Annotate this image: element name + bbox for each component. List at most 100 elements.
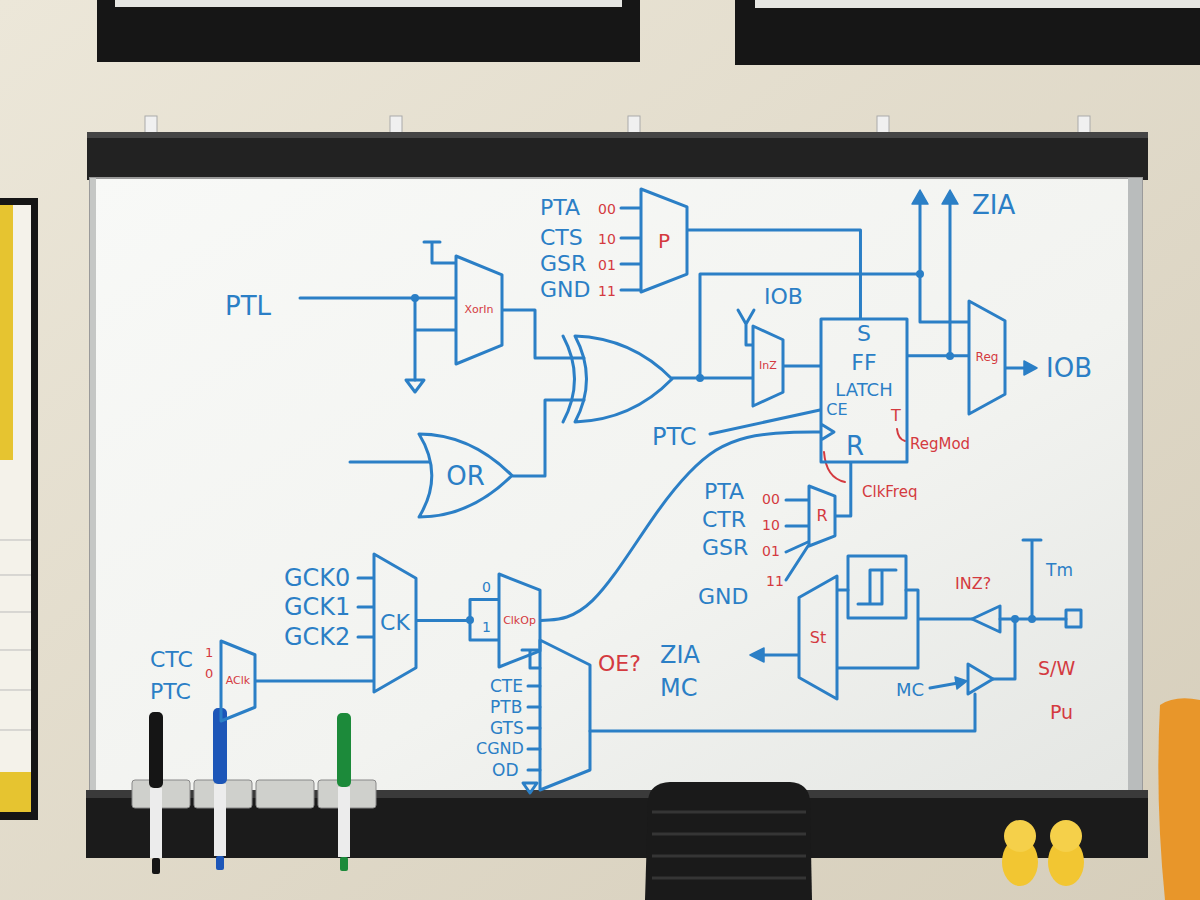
select-code: 1 bbox=[205, 646, 213, 660]
block-label: ClkOp bbox=[503, 614, 536, 626]
signal-name: PTA bbox=[540, 196, 580, 220]
flip-flop-pin: T bbox=[891, 407, 901, 425]
multiplexer-shape bbox=[809, 486, 835, 546]
multiplexer-shape bbox=[456, 256, 502, 364]
black-marker bbox=[152, 858, 160, 874]
wire bbox=[919, 196, 922, 274]
calendar-band bbox=[0, 205, 13, 460]
picture-frame bbox=[735, 0, 1200, 65]
blue-marker bbox=[214, 784, 226, 856]
block-label: AClk bbox=[226, 675, 250, 687]
signal-name: GCK2 bbox=[284, 624, 350, 650]
schmitt-trigger-box bbox=[848, 556, 906, 618]
signal-wire bbox=[836, 463, 851, 516]
flip-flop-pin: S bbox=[857, 322, 871, 346]
signal-name: IOB bbox=[764, 285, 803, 309]
signal-name: CTE bbox=[490, 677, 523, 696]
wire bbox=[838, 590, 972, 668]
multiplexer: ClkOp bbox=[498, 573, 541, 668]
signal-wire bbox=[908, 354, 968, 357]
select-code: 11 bbox=[766, 574, 784, 589]
annotation: INZ? bbox=[955, 575, 991, 593]
figurine bbox=[1050, 820, 1082, 852]
multiplexer: AClk bbox=[220, 640, 256, 722]
block-label: St bbox=[810, 629, 826, 647]
junction-dot bbox=[1011, 615, 1019, 623]
flip-flop-shape bbox=[821, 319, 907, 462]
arrow-head bbox=[912, 190, 928, 204]
arrow-head bbox=[1024, 361, 1037, 375]
input-stub bbox=[528, 686, 540, 770]
wire bbox=[949, 196, 952, 356]
picture-mat bbox=[115, 0, 622, 7]
calendar-band bbox=[0, 772, 31, 812]
blue-marker bbox=[216, 856, 224, 870]
signal-name: MC bbox=[660, 675, 697, 701]
signal-name: PTB bbox=[490, 698, 522, 717]
input-stub bbox=[786, 500, 808, 580]
annotation: Pu bbox=[1050, 702, 1073, 723]
block-label: CK bbox=[380, 611, 410, 635]
signal-name: GSR bbox=[702, 536, 748, 560]
marker-clip bbox=[256, 780, 314, 808]
arrow-head bbox=[942, 190, 958, 204]
hysteresis-symbol bbox=[858, 570, 896, 604]
flip-flop: SFFLATCHCERT bbox=[820, 318, 908, 463]
wire bbox=[993, 619, 1015, 679]
chair-mesh bbox=[652, 812, 806, 878]
board-edge bbox=[90, 178, 96, 792]
signal-name: CGND bbox=[476, 740, 524, 758]
input-stub bbox=[358, 578, 373, 637]
ground-symbol bbox=[406, 380, 424, 392]
block-label: P bbox=[658, 230, 670, 252]
multiplexer-shape bbox=[969, 301, 1005, 414]
annotation: OE? bbox=[598, 652, 641, 676]
signal-wire bbox=[541, 432, 820, 621]
annotation: RegMod bbox=[910, 436, 970, 453]
picture-mat bbox=[755, 0, 1200, 8]
select-code: 0 bbox=[205, 667, 213, 681]
signal-name: CTC bbox=[150, 648, 193, 672]
flip-flop-pin: R bbox=[846, 432, 864, 461]
signal-name: Tm bbox=[1046, 561, 1073, 580]
or-gate: OR bbox=[418, 433, 513, 518]
block-label: XorIn bbox=[464, 304, 493, 316]
chair-back bbox=[645, 782, 812, 900]
signal-name: GCK0 bbox=[284, 565, 350, 591]
figurine bbox=[1004, 820, 1036, 852]
wire bbox=[415, 298, 455, 380]
signal-name: ZIA bbox=[972, 191, 1015, 220]
signal-name: GCK1 bbox=[284, 594, 350, 620]
select-code: 0 bbox=[482, 580, 491, 595]
multiplexer-shape bbox=[499, 574, 540, 667]
wire bbox=[838, 589, 848, 592]
wire bbox=[503, 310, 584, 358]
whiteboard-surface bbox=[90, 178, 1142, 792]
select-code: 10 bbox=[762, 518, 780, 533]
multiplexer-shape bbox=[374, 554, 416, 692]
wire bbox=[710, 410, 820, 434]
wire bbox=[920, 274, 968, 322]
signal-name: CTS bbox=[540, 226, 583, 250]
signal-wire bbox=[784, 365, 820, 368]
signal-name: OD bbox=[492, 761, 518, 780]
wire bbox=[350, 461, 429, 464]
multiplexer: P bbox=[640, 188, 688, 293]
board-edge bbox=[1128, 178, 1142, 792]
calendar-page bbox=[0, 205, 31, 805]
select-code: 11 bbox=[598, 284, 616, 299]
block-label: Reg bbox=[976, 351, 999, 364]
signal-name: IOB bbox=[1046, 354, 1092, 383]
leader-line bbox=[897, 429, 905, 441]
signal-name: MC bbox=[896, 680, 924, 700]
select-code: 01 bbox=[598, 258, 616, 273]
output-buffer bbox=[968, 664, 993, 694]
arrow-head bbox=[750, 648, 764, 662]
select-code: 10 bbox=[598, 232, 616, 247]
signal-wire bbox=[688, 230, 860, 318]
multiplexer: InZ bbox=[752, 325, 784, 407]
wire bbox=[1006, 367, 1026, 370]
